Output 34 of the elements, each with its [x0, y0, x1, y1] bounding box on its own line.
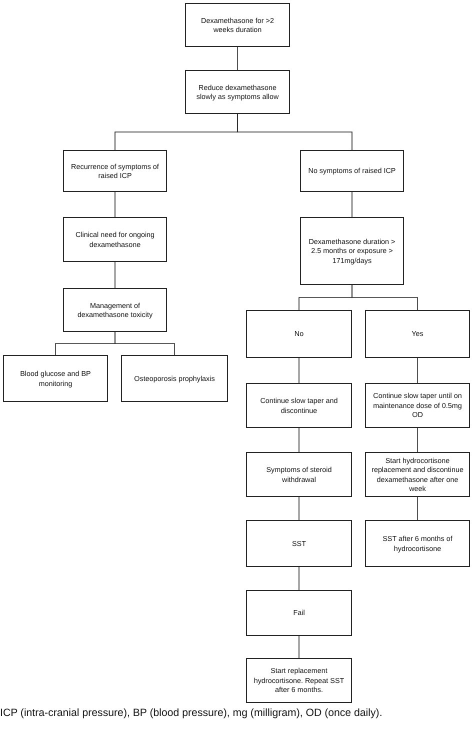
connector-line [237, 114, 352, 150]
process-box [63, 288, 167, 332]
process-box [365, 520, 470, 567]
process-box [121, 355, 228, 402]
process-box [300, 150, 404, 192]
connector-line [298, 358, 300, 384]
connector-line [352, 284, 418, 310]
connector-line [114, 192, 116, 218]
process-box [365, 310, 470, 358]
process-box [246, 658, 352, 703]
process-box [246, 590, 352, 636]
connector-line [298, 496, 300, 520]
connector-line [114, 332, 175, 356]
process-box [246, 520, 352, 567]
process-box [365, 452, 470, 497]
connector-line [298, 428, 300, 452]
process-box [246, 452, 352, 497]
connector-line [417, 496, 418, 520]
connector-line [298, 566, 300, 590]
connector-line [237, 46, 238, 70]
connector-line [417, 428, 418, 452]
connector-line [298, 636, 300, 658]
process-box [365, 383, 470, 428]
process-box [185, 3, 290, 47]
process-box [63, 150, 167, 192]
connector-line [417, 358, 418, 384]
process-box [63, 217, 167, 262]
process-box [185, 70, 290, 114]
process-box [246, 383, 352, 428]
process-box [3, 355, 108, 402]
process-box [246, 310, 352, 358]
process-box [300, 217, 404, 285]
connector-line [114, 262, 116, 288]
caption: ICP (intra-cranial pressure), BP (blood pressure), mg (milligram), OD (once daily). [0, 706, 384, 720]
